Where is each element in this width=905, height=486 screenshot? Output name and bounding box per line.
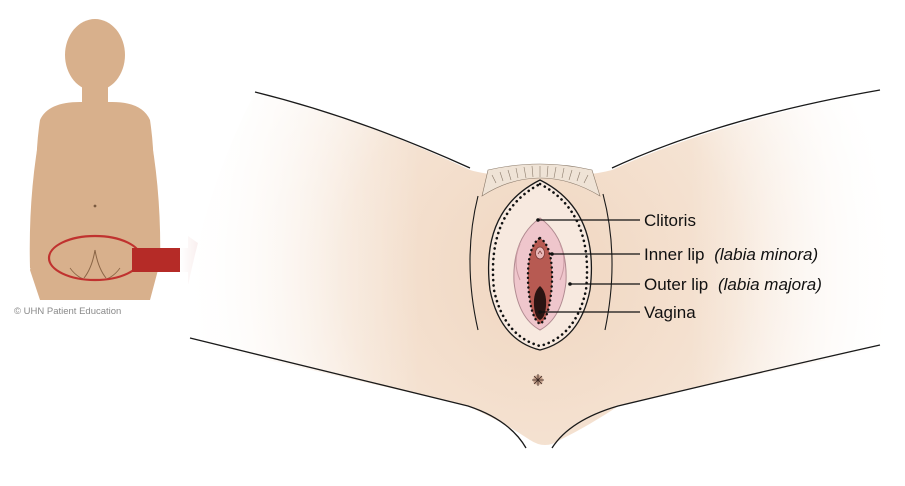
vagina-label: Vagina: [644, 303, 696, 322]
outer-lip-dotted-outline: [491, 182, 589, 348]
inner-lip-label-text: Inner lip: [644, 245, 704, 264]
outer-lip-latin: (labia majora): [718, 275, 822, 294]
pubic-hair: [481, 163, 601, 197]
vulva-illustration: [180, 80, 905, 449]
credit-text: © UHN Patient Education: [14, 306, 121, 317]
clitoris: [535, 246, 545, 260]
anus: [532, 374, 544, 386]
body-back-view-icon: [29, 19, 161, 300]
clitoris-label-text: Clitoris: [644, 211, 696, 230]
clitoris-label: Clitoris: [644, 211, 696, 230]
inner-lip-label: Inner lip (labia minora): [644, 245, 818, 264]
outer-lip-label-text: Outer lip: [644, 275, 708, 294]
vagina-label-text: Vagina: [644, 303, 696, 322]
outer-lip-label: Outer lip (labia majora): [644, 275, 822, 294]
inner-lip-latin: (labia minora): [714, 245, 818, 264]
